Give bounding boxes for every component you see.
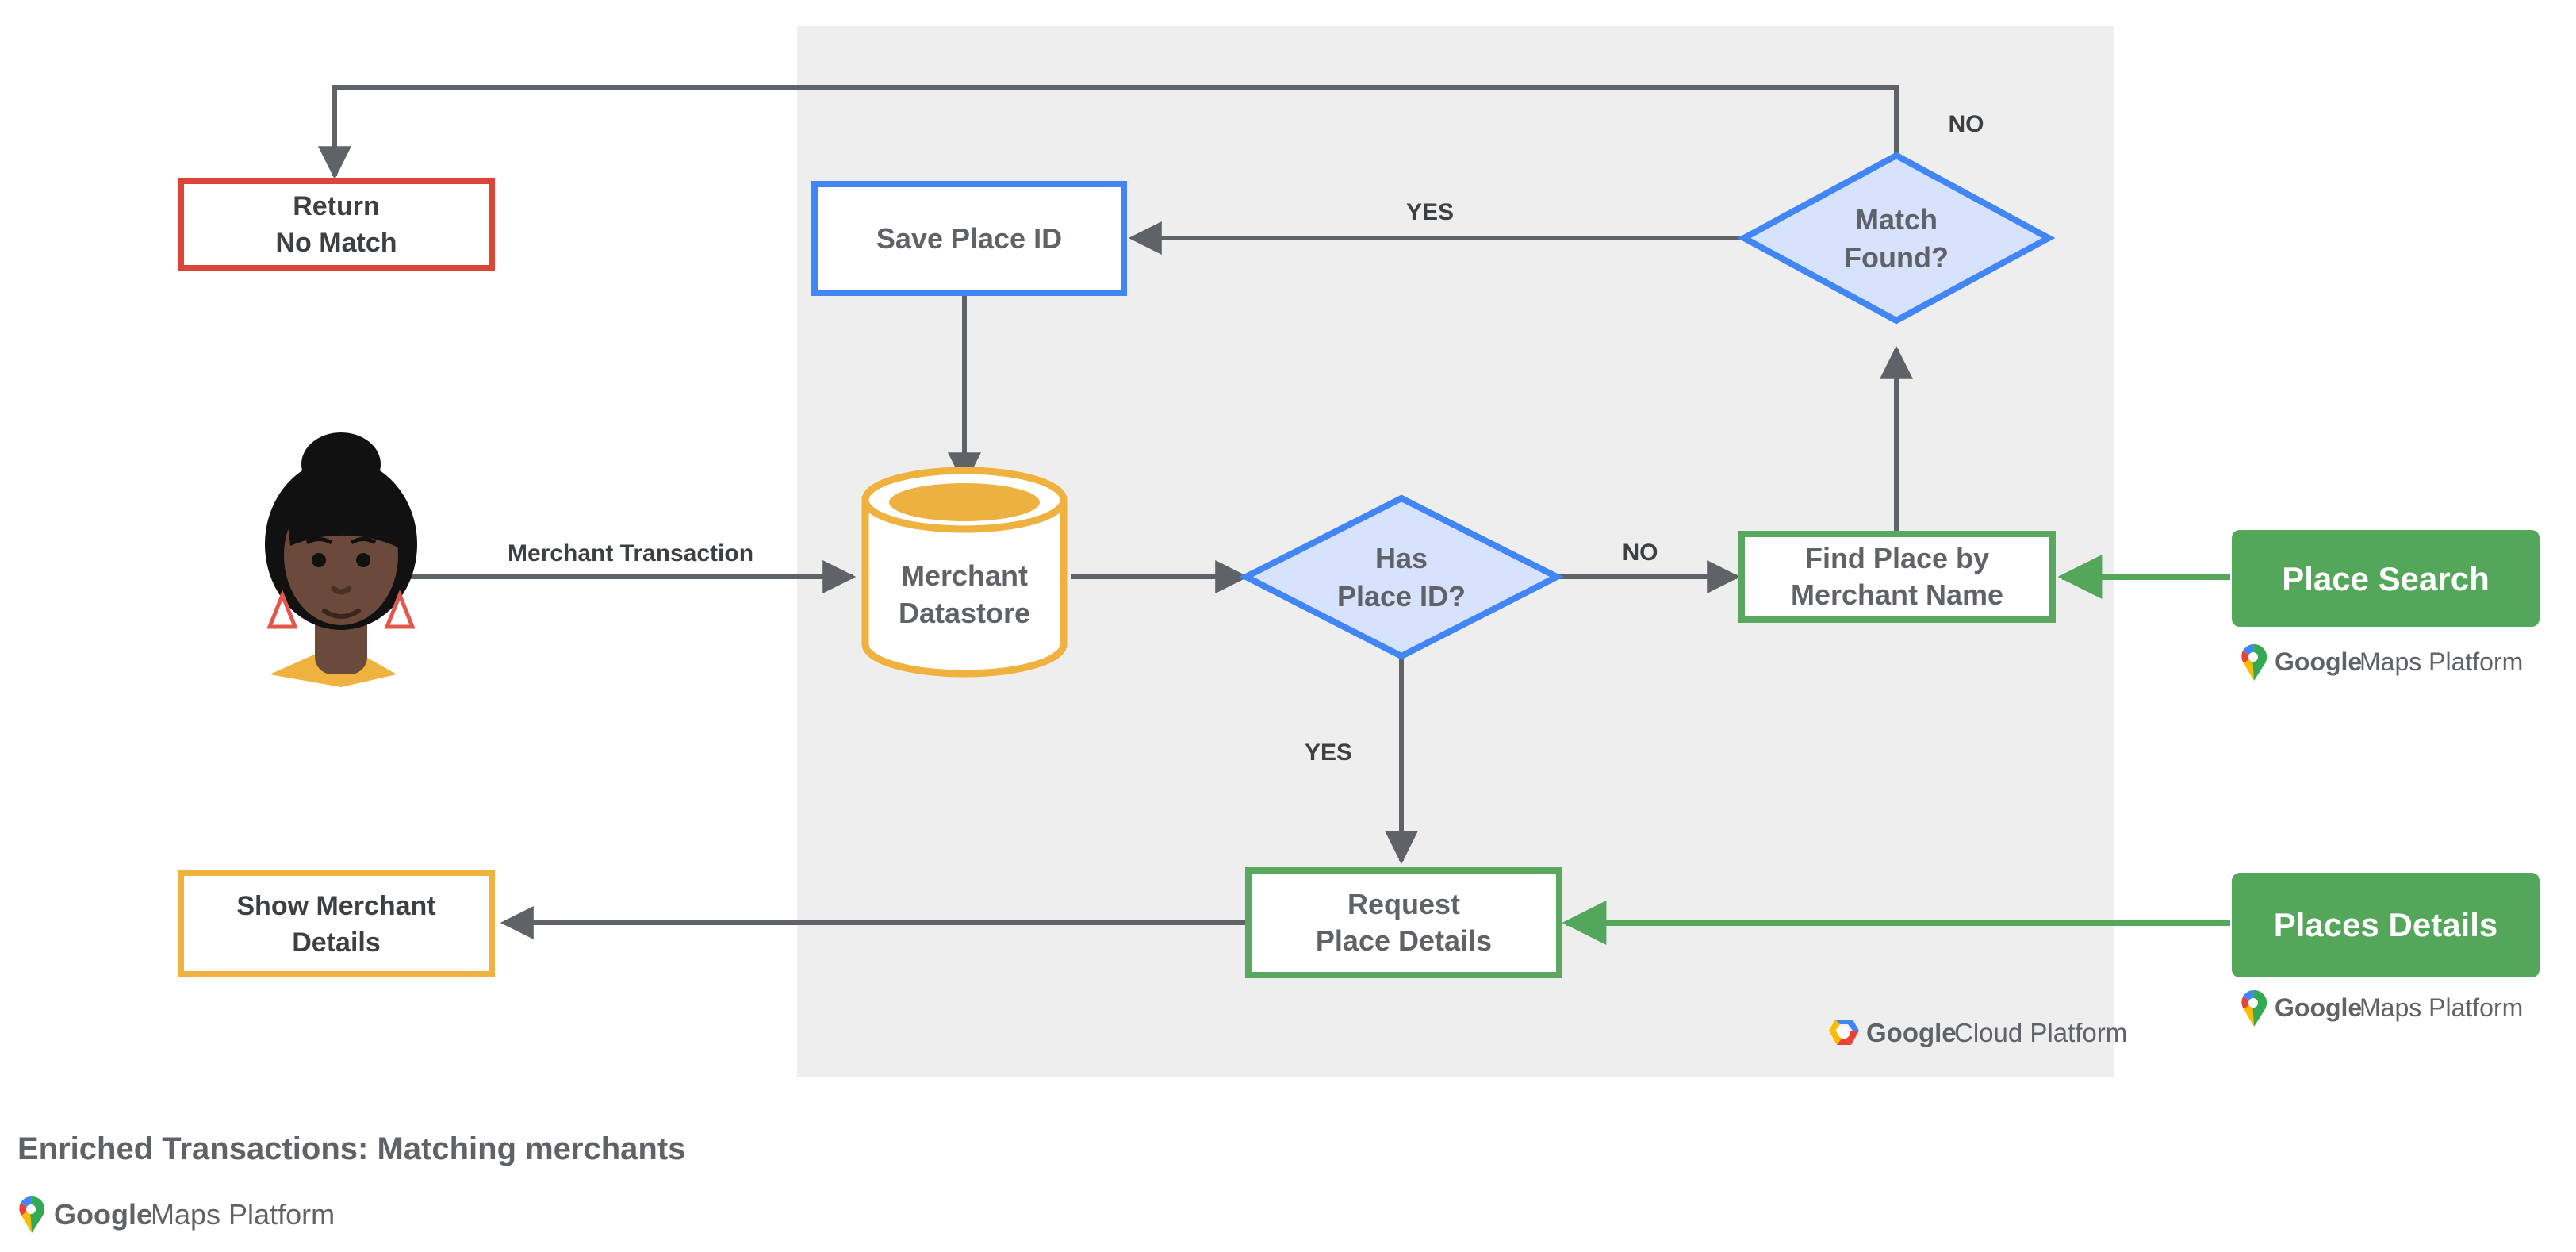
avatar-brow-left [305,537,333,545]
google-maps-platform-logo [2241,643,2267,681]
google-cloud-platform-logo [1829,1020,1859,1045]
node-return-no-match[interactable]: Return No Match [178,178,495,271]
save-place-id-box[interactable] [811,181,1127,296]
avatar-hair-fringe [284,463,398,547]
caption-brand-google: Google [54,1198,152,1231]
place-search-button-label: Place Search [2282,560,2490,597]
request-place-details-label-line2: Place Details [1316,924,1492,957]
node-merchant-datastore[interactable]: Merchant Datastore [861,467,1068,678]
place-search-brand-rest: Maps Platform [2359,647,2523,676]
caption-brand-rest: Maps Platform [151,1198,335,1231]
gcp-brand-rest: Cloud Platform [1954,1018,2127,1047]
places-details-brand-google: Google [2275,993,2362,1022]
match-found-diamond[interactable] [1737,152,2056,325]
show-merchant-details-label-line1: Show Merchant [236,891,435,921]
node-request-place-details[interactable]: Request Place Details [1245,867,1562,978]
request-place-details-label-line1: Request [1347,888,1460,920]
avatar-mouth [322,609,361,619]
merchant-datastore-label-line1: Merchant [901,559,1028,592]
google-maps-platform-logo [2241,989,2267,1027]
request-place-details-box[interactable] [1245,867,1562,978]
places-details-brand-rest: Maps Platform [2359,993,2523,1022]
page-title: Enriched Transactions: Matching merchant… [17,1131,685,1166]
avatar-brow-right [350,537,377,545]
merchant-datastore-top-fill [889,483,1040,521]
node-show-merchant-details[interactable]: Show Merchant Details [178,870,495,977]
edge-label-has-place-id-yes: YES [1305,739,1352,766]
places-details-button[interactable] [2232,873,2540,977]
save-place-id-label: Save Place ID [876,222,1062,255]
match-found-label-line2: Found? [1844,241,1949,274]
api-button-place-search[interactable]: Place Search Google Maps Platform [2232,530,2540,681]
node-find-place-by-merchant-name[interactable]: Find Place by Merchant Name [1738,531,2056,623]
api-button-places-details[interactable]: Places Details Google Maps Platform [2232,873,2540,1027]
place-search-button[interactable] [2232,530,2540,627]
merchant-datastore-body[interactable] [861,496,1068,678]
caption-google-maps-platform-logo [19,1196,45,1233]
merchant-datastore-label-line2: Datastore [899,597,1030,629]
find-place-label-line1: Find Place by [1805,542,1989,574]
edge-label-has-place-id-no: NO [1623,540,1658,566]
edge-label-merchant-transaction: Merchant Transaction [508,540,753,566]
return-no-match-label-line2: No Match [276,228,397,258]
node-save-place-id[interactable]: Save Place ID [811,181,1127,296]
place-search-brand-google: Google [2275,647,2362,676]
edge-label-match-found-no: NO [1949,111,1984,137]
show-merchant-details-label-line2: Details [292,927,381,958]
edge-match-found-no [318,85,1899,180]
find-place-box[interactable] [1738,531,2056,623]
merchant-customer-avatar [265,432,417,687]
show-merchant-details-box[interactable] [178,870,495,977]
match-found-label-line1: Match [1855,203,1938,236]
has-place-id-label-line1: Has [1375,542,1428,574]
avatar-eye-right [356,553,370,567]
return-no-match-label-line1: Return [293,191,380,221]
node-match-found[interactable]: Match Found? [1737,152,2056,325]
avatar-eye-left [312,553,326,567]
node-has-place-id[interactable]: Has Place ID? [1239,494,1564,660]
avatar-earring-left [266,590,298,629]
avatar-earring-right [384,590,416,629]
return-no-match-box[interactable] [178,178,495,271]
gcp-brand-google: Google [1866,1018,1957,1047]
places-details-button-label: Places Details [2274,906,2498,943]
edge-label-match-found-yes: YES [1406,199,1454,225]
find-place-label-line2: Merchant Name [1791,578,2003,611]
has-place-id-diamond[interactable] [1239,494,1564,660]
google-cloud-platform-badge: Google Cloud Platform [1829,1018,2127,1047]
has-place-id-label-line2: Place ID? [1337,580,1466,613]
avatar-nose [331,586,352,595]
